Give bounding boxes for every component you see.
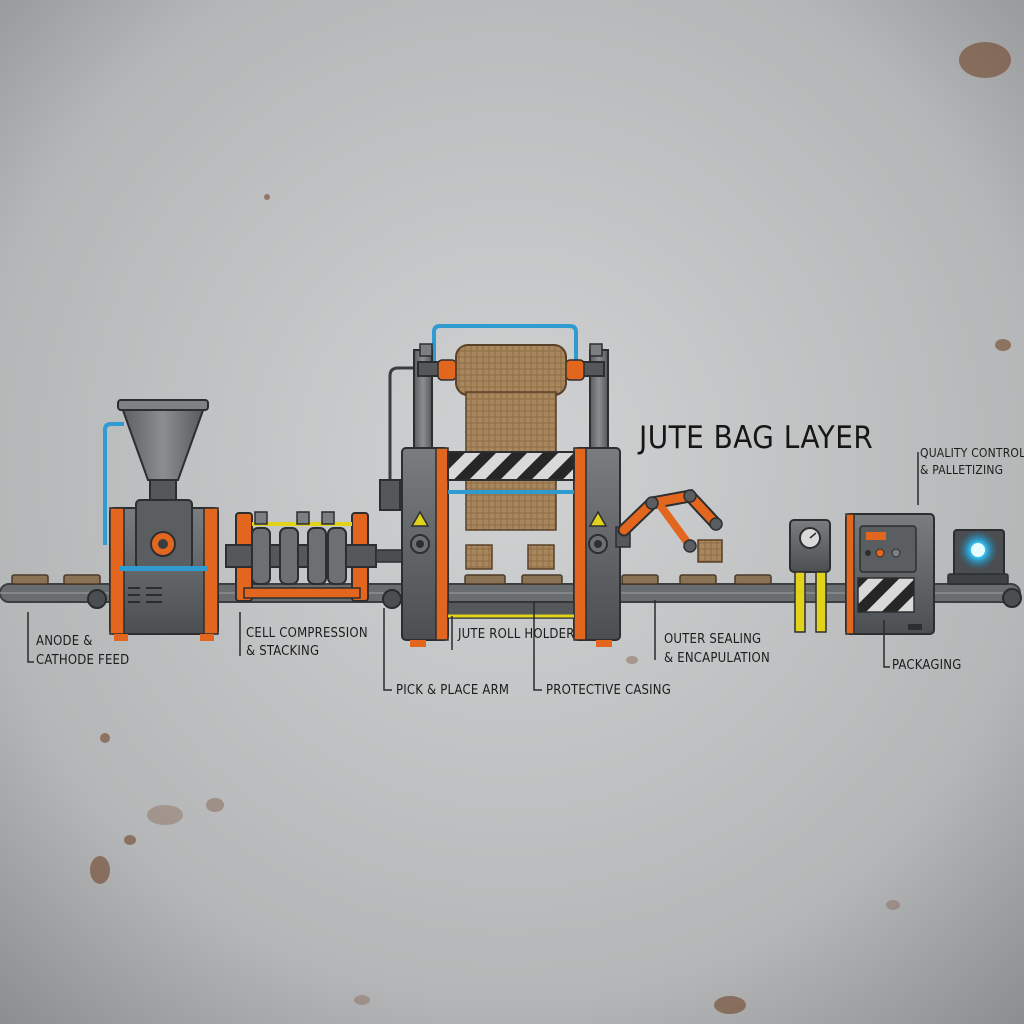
label-pick-place-arm: PICK & PLACE ARM (396, 683, 510, 698)
label-jute-roll-holder: JUTE ROLL HOLDER (458, 627, 575, 642)
anode-feed-machine (103, 399, 219, 641)
diagram-title: JUTE BAG LAYER (639, 420, 874, 456)
label-protective-casing: PROTECTIVE CASING (546, 683, 672, 698)
label-quality-control-2: & PALLETIZING (920, 463, 1004, 477)
label-leaders (27, 452, 919, 691)
pick-place-arm (615, 488, 723, 563)
jute-roll (455, 344, 567, 396)
label-packaging: PACKAGING (892, 658, 962, 673)
control-panel-icon (128, 587, 162, 603)
glow-sensor-icon (947, 529, 1009, 585)
label-compression-2: & STACKING (246, 644, 320, 659)
warning-icon (410, 510, 608, 527)
label-anode-feed-2: CATHODE FEED (36, 653, 130, 668)
conveyor-items (11, 574, 772, 585)
label-compression-1: CELL COMPRESSION (246, 626, 368, 641)
compression-machine (225, 511, 403, 602)
label-anode-feed-1: ANODE & (36, 634, 93, 649)
rust-stains (90, 42, 1011, 1014)
label-quality-control-1: QUALITY CONTROL (920, 446, 1024, 460)
label-sealing-1: OUTER SEALING (664, 632, 762, 647)
label-sealing-2: & ENCAPULATION (664, 651, 770, 666)
jute-roll-machine (379, 324, 621, 647)
hazard-beam (447, 451, 575, 481)
sealing-unit (789, 519, 831, 633)
packaging-cabinet (845, 513, 935, 635)
